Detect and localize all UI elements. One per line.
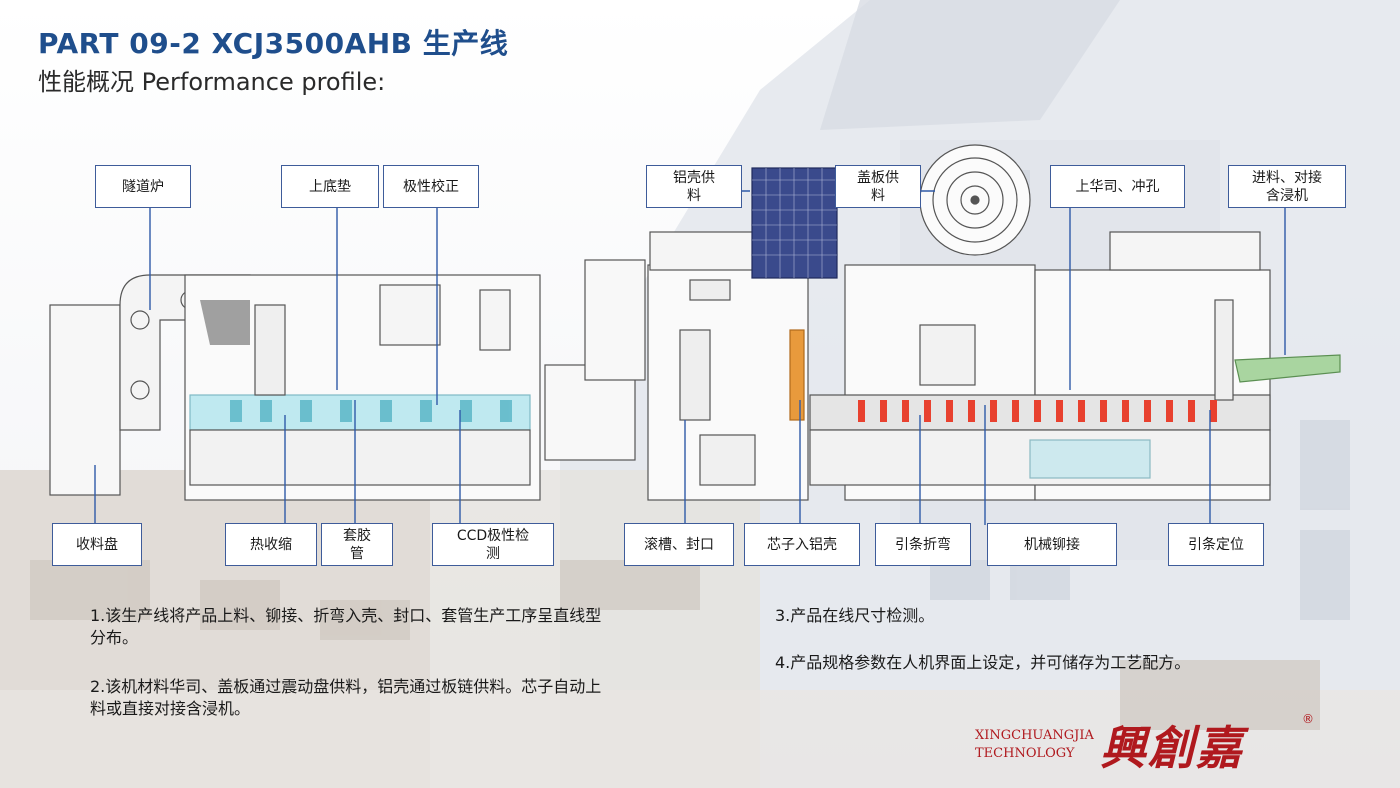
callout-line: 测 (486, 545, 500, 562)
callout-line: 管 (350, 545, 364, 562)
callout-grooving-sealing: 滚槽、封口 (624, 523, 734, 566)
callout-tunnel-furnace: 隧道炉 (95, 165, 191, 208)
description-line: 2.该机材料华司、盖板通过震动盘供料，铝壳通过板链供料。芯子自动上 (90, 677, 602, 696)
callout-cover-plate-feed: 盖板供 料 (835, 165, 921, 208)
page-title: PART 09-2 XCJ3500AHB 生产线 (38, 27, 509, 60)
registered-mark: ® (1302, 712, 1314, 726)
brand-line-1: XINGCHUANGJIA (975, 728, 1094, 743)
callout-line: 铝壳供 (673, 169, 715, 186)
description-line: 料或直接对接含浸机。 (90, 699, 251, 718)
brand-line-2: TECHNOLOGY (975, 746, 1075, 761)
callout-line: CCD极性检 (456, 527, 530, 544)
description-3: 3.产品在线尺寸检测。 (775, 606, 935, 625)
callout-polarity-correction: 极性校正 (383, 165, 479, 208)
callout-ccd-polarity-inspection: CCD极性检 测 (432, 523, 554, 566)
callout-lead-positioning: 引条定位 (1168, 523, 1264, 566)
description-line: 分布。 (90, 628, 139, 647)
callout-mechanical-riveting: 机械铆接 (987, 523, 1117, 566)
callout-line: 料 (871, 187, 885, 204)
description-4: 4.产品规格参数在人机界面上设定，并可储存为工艺配方。 (775, 653, 1191, 672)
callout-washer-punch: 上华司、冲孔 (1050, 165, 1185, 208)
callout-lead-bending: 引条折弯 (875, 523, 971, 566)
callout-feed-dock: 进料、对接 含浸机 (1228, 165, 1346, 208)
callout-core-into-shell: 芯子入铝壳 (744, 523, 860, 566)
description-1: 1.该生产线将产品上料、铆接、折弯入壳、封口、套管生产工序呈直线型 分布。 (90, 605, 740, 649)
callout-bottom-pad: 上底垫 (281, 165, 379, 208)
callout-line: 含浸机 (1266, 187, 1308, 204)
description-line: 1.该生产线将产品上料、铆接、折弯入壳、封口、套管生产工序呈直线型 (90, 606, 602, 625)
callout-receiving-tray: 收料盘 (52, 523, 142, 566)
callout-line: 套胶 (343, 527, 371, 544)
brand-logo: 興創嘉 (1100, 721, 1244, 775)
callout-line: 盖板供 (857, 169, 899, 186)
page-subtitle: 性能概况 Performance profile: (38, 68, 386, 96)
callout-aluminum-shell-feed: 铝壳供 料 (646, 165, 742, 208)
callout-heat-shrink: 热收缩 (225, 523, 317, 566)
description-2: 2.该机材料华司、盖板通过震动盘供料，铝壳通过板链供料。芯子自动上 料或直接对接… (90, 676, 740, 720)
callout-line: 料 (687, 187, 701, 204)
brand-english-name: XINGCHUANGJIA TECHNOLOGY (975, 727, 1094, 763)
callout-line: 进料、对接 (1252, 169, 1322, 186)
callout-sleeve: 套胶 管 (321, 523, 393, 566)
